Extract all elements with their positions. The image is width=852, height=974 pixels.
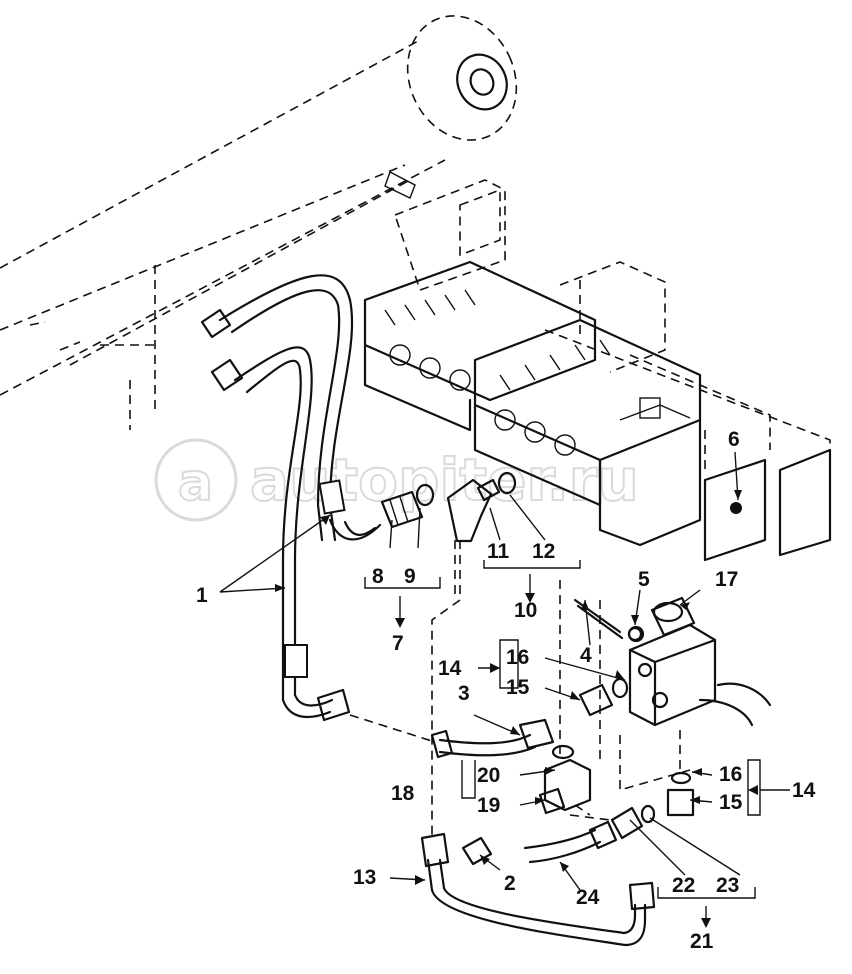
- callout-10: 10: [514, 599, 537, 622]
- solenoid-valve-block: [573, 596, 772, 727]
- callout-16-right: 16: [719, 763, 742, 786]
- callout-15-left: 15: [506, 676, 530, 699]
- callout-24: 24: [576, 886, 600, 909]
- tube-13: [420, 832, 656, 947]
- callout-13: 13: [353, 866, 376, 889]
- watermark-text: autopiter.ru: [250, 446, 639, 514]
- callout-18: 18: [391, 782, 415, 805]
- callout-23: 23: [716, 874, 739, 897]
- svg-text:a: a: [178, 453, 213, 513]
- callout-19: 19: [477, 794, 500, 817]
- callout-17: 17: [715, 568, 738, 591]
- callout-1: 1: [196, 584, 208, 607]
- fittings-22-23: [610, 804, 656, 840]
- callout-12: 12: [532, 540, 555, 563]
- callout-labels: 1 2 3 4 5 6 7 8 9 10 11 12 13 14 14 15 1…: [196, 428, 816, 953]
- callout-6: 6: [728, 428, 740, 451]
- callout-4: 4: [580, 644, 592, 667]
- callout-14-right: 14: [792, 779, 816, 802]
- callout-5: 5: [638, 568, 650, 591]
- fittings-upper: [380, 471, 517, 543]
- hose-assembly: [200, 274, 382, 722]
- callout-21: 21: [690, 930, 714, 953]
- callout-15-right: 15: [719, 791, 743, 814]
- tube-24: [461, 820, 618, 866]
- control-valve-bank: [363, 179, 702, 547]
- tube-3: [430, 718, 555, 759]
- callout-14-left: 14: [438, 657, 462, 680]
- arrowheads: [275, 490, 758, 928]
- frame-rail: [544, 329, 832, 562]
- callout-9: 9: [404, 565, 416, 588]
- callout-3: 3: [458, 682, 470, 705]
- watermark: a autopiter.ru: [154, 438, 640, 522]
- boom-cylinder: [0, 15, 518, 396]
- routing-lines: [100, 265, 691, 840]
- fitting-15-16-right: [666, 771, 695, 817]
- tee-fitting-19: [538, 744, 592, 815]
- callout-2: 2: [504, 872, 516, 895]
- bolt-4: [627, 625, 645, 643]
- callout-16-left: 16: [506, 646, 529, 669]
- callout-11: 11: [487, 540, 510, 563]
- callout-22: 22: [672, 874, 695, 897]
- callout-20: 20: [477, 764, 500, 787]
- callout-8: 8: [372, 565, 384, 588]
- fitting-15-16-left: [578, 677, 629, 717]
- callout-7: 7: [392, 632, 404, 655]
